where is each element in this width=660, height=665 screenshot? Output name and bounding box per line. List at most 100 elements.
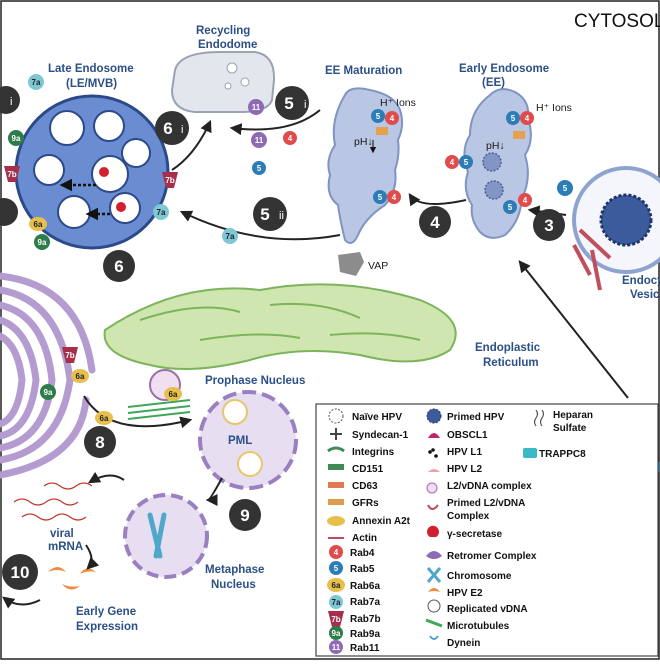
svg-text:7a: 7a [32, 78, 41, 87]
svg-text:i: i [181, 124, 183, 136]
endocytic-vesicle [572, 166, 660, 291]
legend-actin: Actin [352, 533, 377, 544]
legend-gfrs: GFRs [352, 498, 379, 509]
legend-integrins: Integrins [352, 447, 395, 458]
svg-text:4: 4 [288, 134, 293, 143]
svg-text:7b: 7b [65, 351, 74, 360]
svg-text:5: 5 [376, 112, 381, 121]
legend-annexin: Annexin A2t [352, 516, 411, 527]
svg-text:7a: 7a [332, 598, 341, 607]
svg-text:5: 5 [563, 184, 568, 193]
svg-text:5: 5 [378, 193, 383, 202]
legend-primed-l2-line2: Complex [447, 511, 490, 522]
endocytic-vesicle-label-line2: Vesicle [630, 289, 660, 301]
svg-text:6a: 6a [169, 390, 178, 399]
metaphase-nucleus-label-line2: Nucleus [211, 579, 256, 591]
svg-text:4: 4 [390, 114, 395, 123]
rab-markers: 7a 9a 7b 7b 7a 6a 9a 11 11 4 5 7a 5 4 5 … [4, 74, 660, 474]
svg-text:7b: 7b [7, 170, 16, 179]
svg-text:5: 5 [260, 205, 269, 224]
recycling-endosome-label-line1: Recycling [196, 25, 250, 37]
svg-text:5: 5 [334, 564, 339, 573]
svg-text:i: i [10, 96, 12, 108]
late-endosome-label-line2: (LE/MVB) [66, 78, 117, 90]
svg-text:5: 5 [284, 94, 293, 113]
early-endosome-label-line1: Early Endosome [459, 63, 549, 75]
step-8: 8 [84, 426, 116, 458]
ee-maturation-vesicle: pH↓ [327, 87, 404, 245]
svg-text:9a: 9a [332, 629, 341, 638]
step-5ii: 5 ii [253, 197, 287, 231]
svg-text:ii: ii [279, 210, 284, 222]
step-ii-partial [0, 198, 18, 226]
ee-maturation-label: EE Maturation [325, 65, 402, 77]
ph-label-ee-maturation: pH↓ [354, 136, 373, 148]
svg-text:5: 5 [511, 114, 516, 123]
late-endosome [14, 94, 170, 250]
legend-naive-hpv: Naïve HPV [352, 412, 402, 423]
golgi-apparatus [0, 272, 96, 479]
svg-text:5: 5 [508, 203, 513, 212]
step-5i: 5 i [275, 86, 309, 120]
early-gene-label-line2: Expression [76, 621, 138, 633]
viral-mrna-label-line1: viral [50, 528, 74, 540]
svg-text:9a: 9a [38, 238, 47, 247]
svg-text:4: 4 [525, 114, 530, 123]
legend-heparan-line2: Sulfate [553, 423, 587, 434]
svg-text:6a: 6a [332, 581, 341, 590]
ph-label-early-endosome: pH↓ [486, 140, 505, 152]
late-endosome-label-line1: Late Endosome [48, 63, 134, 75]
svg-text:4: 4 [430, 213, 440, 232]
endocytic-vesicle-label-line1: Endocytic [622, 275, 660, 287]
cytosol-title: CYTOSOL [574, 11, 660, 32]
svg-text:3: 3 [544, 216, 553, 235]
step-9: 9 [229, 499, 261, 531]
step-10: 10 [2, 554, 38, 590]
legend-l2-vdna: L2/vDNA complex [447, 481, 532, 492]
legend-obscl1: OBSCL1 [447, 430, 488, 441]
svg-text:8: 8 [95, 433, 104, 452]
svg-text:11: 11 [252, 103, 261, 112]
step-3: 3 [533, 209, 565, 241]
svg-text:i: i [304, 99, 306, 111]
early-endosome: pH↓ [463, 88, 532, 239]
h-ions-label-1: H⁺ Ions [380, 97, 416, 109]
legend-gamma-secretase: γ-secretase [447, 529, 502, 540]
svg-text:9a: 9a [44, 388, 53, 397]
svg-text:11: 11 [332, 643, 341, 652]
legend-hpv-l1: HPV L1 [447, 447, 482, 458]
legend-microtubules: Microtubules [447, 621, 510, 632]
legend-rab11: Rab11 [350, 643, 380, 654]
pml-label: PML [228, 435, 252, 447]
svg-text:4: 4 [334, 548, 339, 557]
recycling-endosome-label-line2: Endodome [198, 39, 257, 51]
legend-cd151: CD151 [352, 464, 384, 475]
legend-trappc8: TRAPPC8 [539, 449, 586, 460]
legend-rab7a: Rab7a [350, 597, 380, 608]
legend-rab6a: Rab6a [350, 581, 380, 592]
legend-rab9a: Rab9a [350, 629, 380, 640]
svg-text:5: 5 [257, 164, 262, 173]
svg-text:6: 6 [163, 119, 172, 138]
svg-text:7a: 7a [157, 208, 166, 217]
step-4: 4 [419, 206, 451, 238]
svg-text:7a: 7a [226, 232, 235, 241]
metaphase-nucleus-label-line1: Metaphase [205, 564, 264, 576]
recycling-endosome [170, 51, 276, 113]
legend-primed-l2-line1: Primed L2/vDNA [447, 498, 525, 509]
h-ions-label-2: H⁺ Ions [536, 102, 572, 114]
svg-text:7b: 7b [331, 615, 340, 624]
early-gene-label-line1: Early Gene [76, 606, 136, 618]
step-6i: 6 i [155, 111, 189, 145]
svg-text:10: 10 [11, 563, 30, 582]
svg-text:6a: 6a [34, 220, 43, 229]
endoplasmic-reticulum [103, 283, 457, 370]
svg-text:6a: 6a [100, 414, 109, 423]
legend-rab7b: Rab7b [350, 614, 381, 625]
legend-hpv-l2: HPV L2 [447, 464, 482, 475]
step-i-partial: i [0, 86, 20, 114]
svg-text:4: 4 [392, 193, 397, 202]
legend-syndecan: Syndecan-1 [352, 430, 409, 441]
